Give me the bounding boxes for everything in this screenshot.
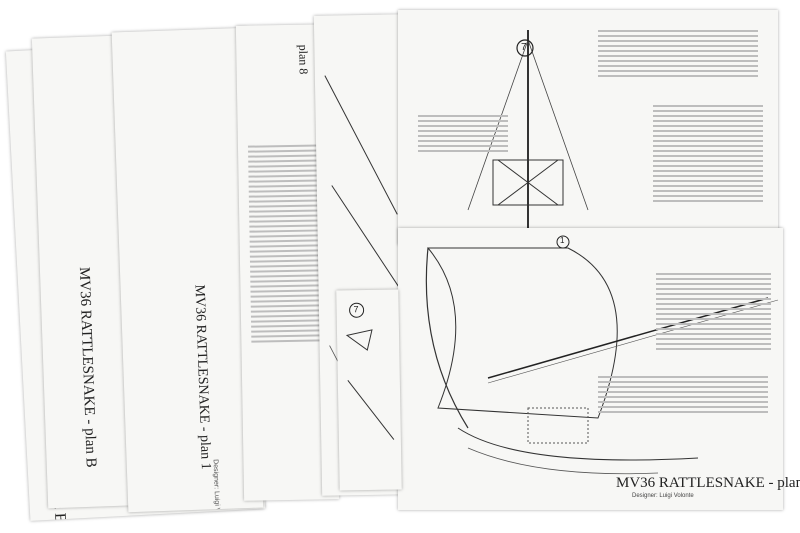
mast-drawing-sheet: 7	[398, 10, 778, 245]
plan-5-sheet: 1	[398, 228, 783, 510]
plan-5-designer: Designer: Luigi Volonte	[632, 493, 694, 499]
plan-b-title-2: MV36 RATTLESNAKE - plan B	[75, 266, 99, 468]
plan-5-title: MV36 RATTLESNAKE - plan 5	[616, 475, 800, 491]
detail-sheet: 7	[336, 289, 402, 491]
detail-7-label: 7	[521, 42, 527, 53]
plan-1-designer: Designer: Luigi Volonte	[211, 459, 222, 513]
detail-1-label: 1	[560, 236, 565, 245]
plan-1-title: MV36 RATTLESNAKE - plan 1	[191, 284, 213, 470]
detail-7-small-label: 7	[353, 304, 359, 315]
plan-8-title: plan 8	[296, 44, 311, 75]
